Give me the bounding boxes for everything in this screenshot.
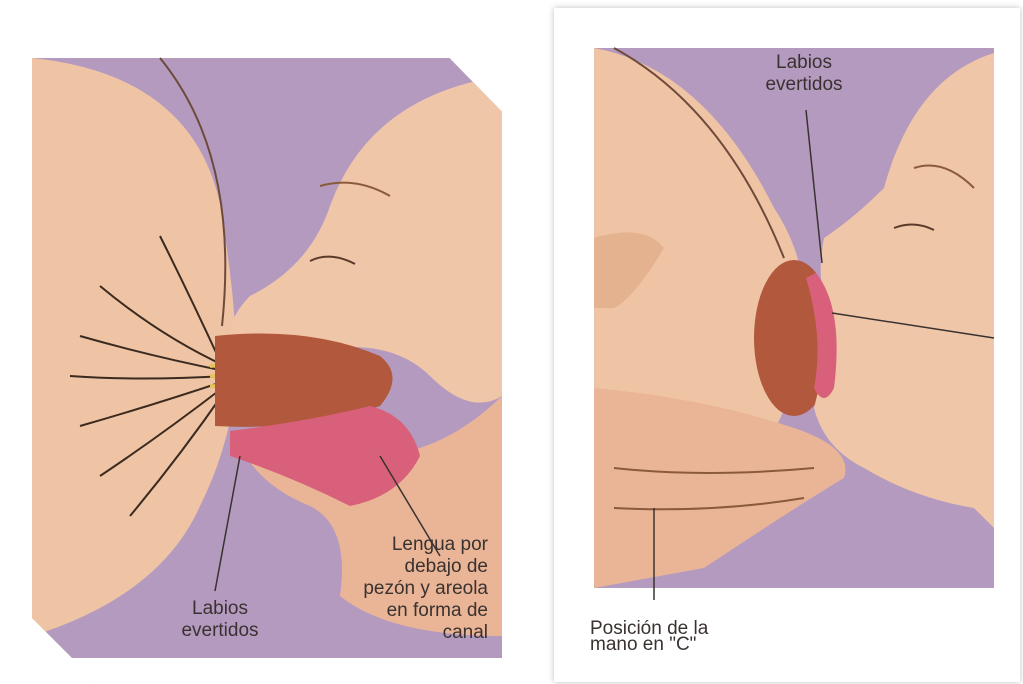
breastfeeding-side-view-illustration [554,8,1020,682]
left-illustration-panel: Lengua por debajo de pezón y areola en f… [10,36,514,682]
left-lips-label: Labios evertidos [160,598,280,642]
tongue-label: Lengua por debajo de pezón y areola en f… [310,534,488,644]
hand-position-label: Posición de la mano en "C" [590,618,790,656]
right-illustration-panel: Labios evertidos Posición de la mano en … [554,8,1020,682]
right-lips-label: Labios evertidos [744,52,864,96]
